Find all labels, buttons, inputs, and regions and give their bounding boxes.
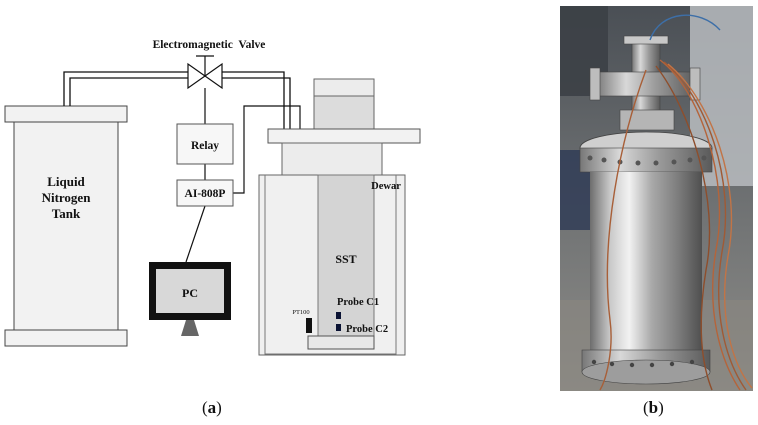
probe-c1-marker bbox=[336, 312, 341, 319]
top-flange bbox=[579, 131, 713, 173]
caption-a: (a) bbox=[202, 398, 222, 418]
valve-label: Electromagnetic Valve bbox=[153, 39, 266, 51]
relay-box: Relay bbox=[176, 123, 234, 165]
pt100-label: PT100 bbox=[292, 309, 309, 316]
caption-b: (b) bbox=[643, 398, 664, 418]
pc-monitor: PC bbox=[149, 262, 231, 336]
bottom-flange bbox=[581, 349, 711, 385]
pt100-sensor bbox=[306, 318, 312, 333]
schematic-panel-a: Liquid Nitrogen Tank Electromagnetic Val… bbox=[4, 39, 421, 356]
tank-label-line-3: Tank bbox=[52, 206, 81, 221]
probe-c2-marker bbox=[336, 324, 341, 331]
pc-label: PC bbox=[182, 286, 198, 300]
dewar-assembly: Dewar SST PT100 Probe C1 Probe C2 bbox=[258, 78, 421, 356]
probe-c1-label: Probe C1 bbox=[337, 297, 379, 308]
photo-panel-b bbox=[560, 6, 753, 391]
caption-b-open: ( bbox=[643, 398, 649, 417]
controller-box: AI-808P bbox=[176, 179, 234, 207]
caption-a-close: ) bbox=[216, 398, 222, 417]
sst-label: SST bbox=[335, 252, 356, 266]
controller-label: AI-808P bbox=[185, 188, 226, 200]
caption-a-letter: a bbox=[207, 398, 217, 417]
relay-label: Relay bbox=[191, 140, 219, 152]
sensor-cables bbox=[599, 14, 753, 391]
probe-c2-label: Probe C2 bbox=[346, 324, 388, 335]
tank-label-line-1: Liquid bbox=[47, 174, 85, 189]
tank-label-line-2: Nitrogen bbox=[42, 190, 92, 205]
electromagnetic-valve: Electromagnetic Valve bbox=[153, 39, 266, 90]
dewar-label: Dewar bbox=[371, 181, 401, 192]
caption-a-open: ( bbox=[202, 398, 208, 417]
steel-cylinder bbox=[590, 172, 702, 350]
caption-b-letter: b bbox=[648, 398, 659, 417]
liquid-nitrogen-tank: Liquid Nitrogen Tank bbox=[4, 105, 128, 347]
caption-b-close: ) bbox=[658, 398, 664, 417]
vacuum-cross-fitting bbox=[589, 35, 701, 131]
